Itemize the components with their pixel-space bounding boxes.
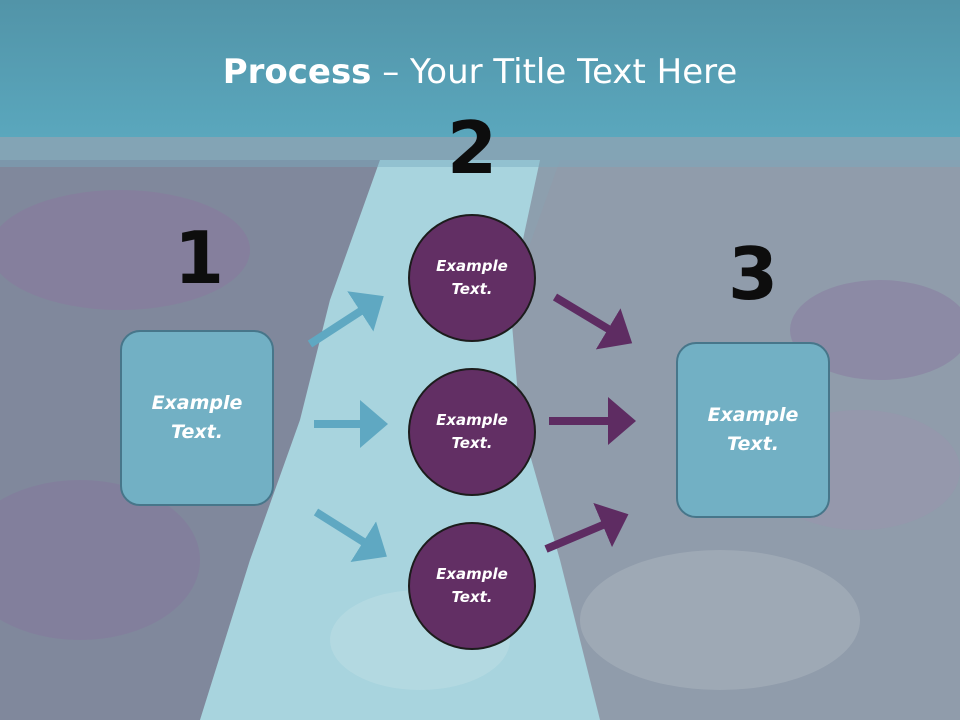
- step-1-text-line-1: Example: [151, 392, 243, 414]
- step-number-2: 2: [446, 106, 498, 190]
- step-1-box: Example Text.: [120, 330, 274, 506]
- arrow-to-item-3: [313, 508, 387, 563]
- arrow-to-item-1: [307, 291, 384, 348]
- step-2-circle-3: Example Text.: [408, 522, 536, 650]
- title-rest: – Your Title Text Here: [371, 52, 738, 92]
- step-3-text-line-2: Text.: [727, 433, 779, 455]
- step-2-circle-1: Example Text.: [408, 214, 536, 342]
- slide-title: Process – Your Title Text Here: [0, 52, 960, 92]
- title-bar: [0, 0, 960, 137]
- step-number-3: 3: [727, 232, 779, 316]
- title-bar-band: [0, 137, 960, 167]
- step-3-box: Example Text.: [676, 342, 830, 518]
- step-number-1: 1: [173, 216, 225, 300]
- arrow-from-item-1: [552, 293, 633, 350]
- circle-1-text-line-1: Example: [436, 257, 508, 275]
- circle-3-text-line-1: Example: [436, 565, 508, 583]
- step-1-text-line-2: Text.: [171, 421, 223, 443]
- step-2-circle-2: Example Text.: [408, 368, 536, 496]
- circle-1-text-line-2: Text.: [451, 280, 493, 298]
- arrow-from-item-3: [544, 502, 629, 553]
- step-3-text-line-1: Example: [707, 404, 799, 426]
- circle-2-text-line-2: Text.: [451, 434, 493, 452]
- title-bold: Process: [222, 52, 372, 92]
- circle-2-text-line-1: Example: [436, 411, 508, 429]
- circle-3-text-line-2: Text.: [451, 588, 493, 606]
